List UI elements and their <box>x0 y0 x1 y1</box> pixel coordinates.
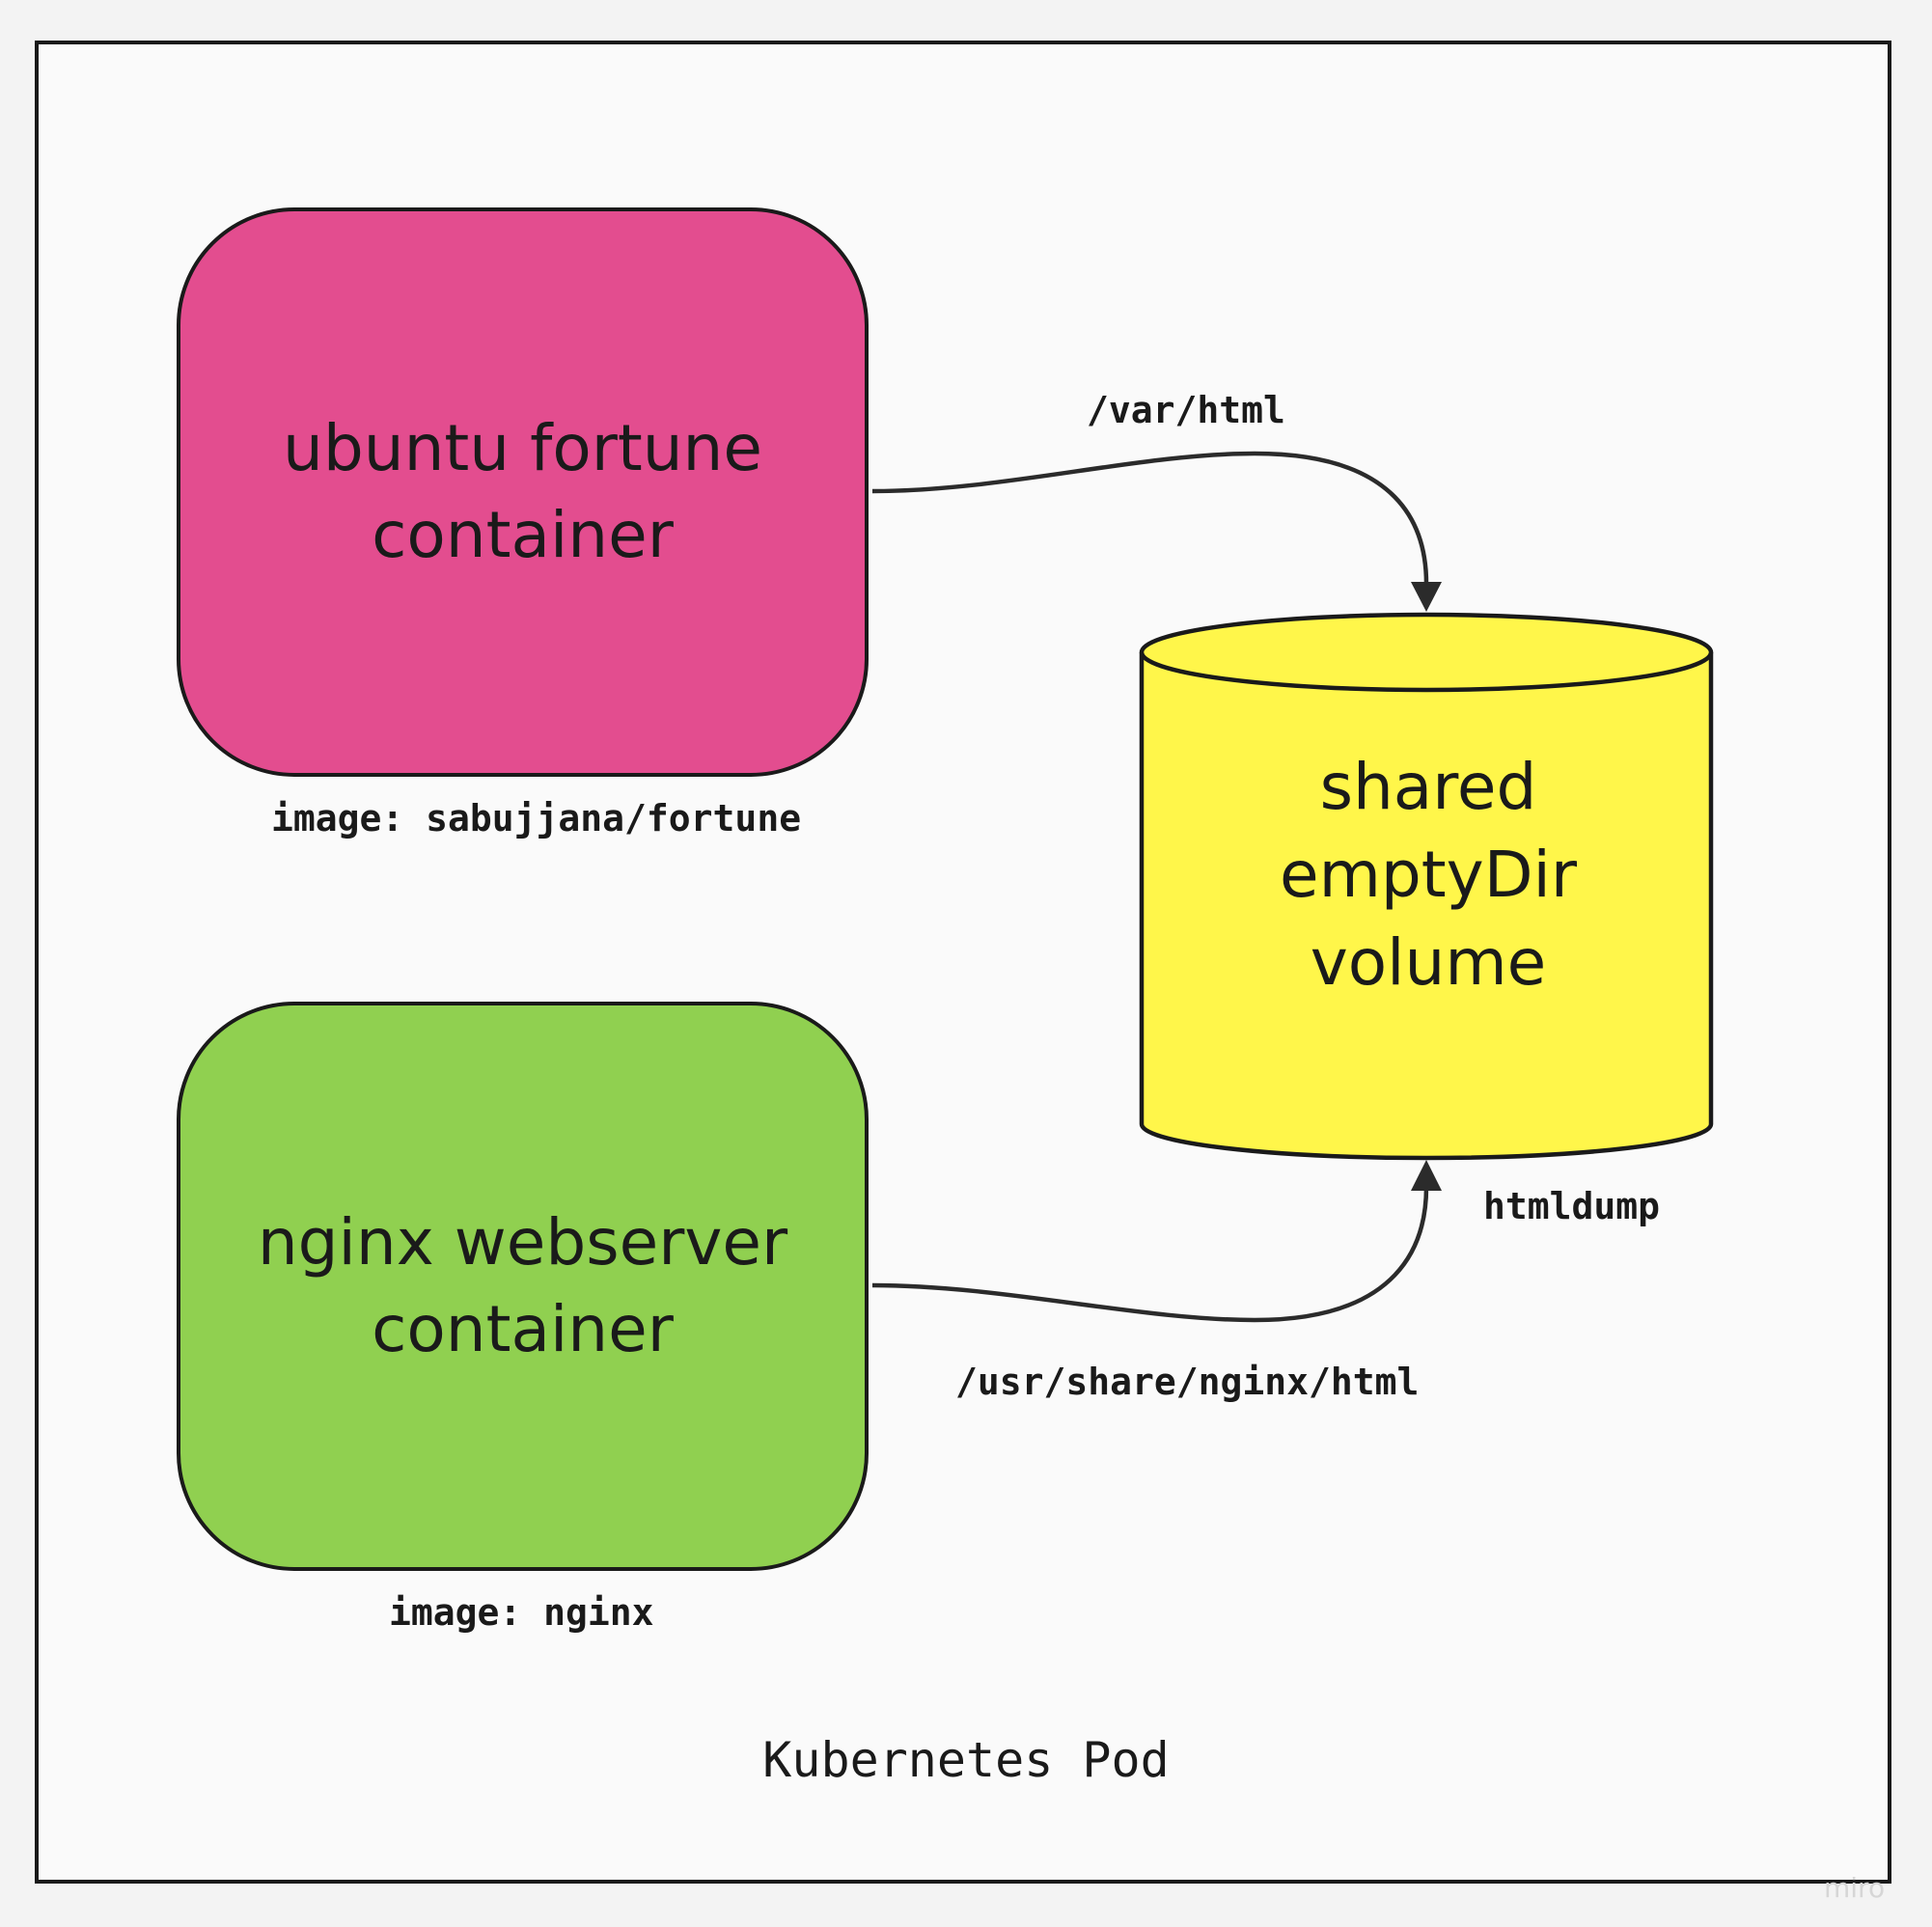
nginx-container-label: nginx webserver container <box>257 1205 788 1366</box>
volume-cylinder-body <box>1139 652 1714 1161</box>
volume-label: shared emptyDir volume <box>1279 750 1578 1000</box>
nginx-container-box: nginx webserver container <box>177 1002 869 1571</box>
fortune-container-box: ubuntu fortune container <box>177 207 869 777</box>
fortune-image-caption: image: sabujjana/fortune <box>271 797 802 840</box>
arrowhead-down <box>1411 582 1442 612</box>
fortune-container-label: ubuntu fortune container <box>283 411 762 572</box>
volume-cylinder-top <box>1139 612 1714 693</box>
fortune-mount-path: /var/html <box>1087 389 1285 431</box>
nginx-image-caption: image: nginx <box>389 1591 654 1634</box>
connector-fortune-to-volume <box>871 451 1429 585</box>
arrowhead-up <box>1411 1160 1442 1191</box>
miro-watermark: miro <box>1824 1872 1886 1904</box>
nginx-mount-path: /usr/share/nginx/html <box>955 1361 1420 1403</box>
volume-name: htmldump <box>1483 1185 1661 1227</box>
volume-cylinder <box>1139 612 1714 1161</box>
pod-label: Kubernetes Pod <box>762 1732 1170 1788</box>
connector-nginx-to-volume <box>871 1186 1429 1323</box>
